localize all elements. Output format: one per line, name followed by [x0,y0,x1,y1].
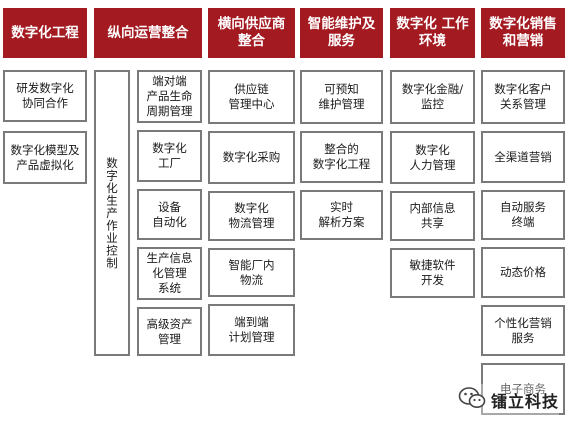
box-self-service: 自动服务 终端 [481,190,565,240]
box-info-sharing: 内部信息 共享 [390,191,475,241]
header-horizontal-supplier: 横向供应商 整合 [208,8,295,58]
header-digital-sales: 数字化销售 和营销 [481,8,565,58]
box-rd-collaboration: 研发数字化 协同合作 [3,70,87,122]
wechat-icon [458,386,486,414]
box-predictive-maintenance: 可预知 维护管理 [300,70,383,124]
box-omnichannel: 全渠道营销 [481,131,565,183]
header-digital-workplace: 数字化 工作环境 [390,8,475,58]
box-digital-factory: 数字化 工厂 [137,130,202,182]
box-digital-logistics: 数字化 物流管理 [208,191,295,241]
watermark: 镭立科技 [458,384,560,416]
box-agile-software: 敏捷软件 开发 [390,248,475,298]
box-digital-model: 数字化模型及 产品虚拟化 [3,131,87,184]
box-equipment-automation: 设备 自动化 [137,189,202,240]
watermark-text: 镭立科技 [491,392,560,411]
box-ecommerce-clip: 电子商务 [481,363,565,422]
header-vertical-operations: 纵向运营整合 [94,8,202,58]
header-smart-maintenance: 智能维护及 服务 [300,8,383,58]
box-digital-procurement: 数字化采购 [208,131,295,184]
box-personalized-marketing: 个性化营销 服务 [481,305,565,356]
box-mes: 生产信息 化管理 系统 [137,247,202,300]
box-realtime-analytics: 实时 解析方案 [300,190,383,240]
box-digital-hr: 数字化 人力管理 [390,131,475,184]
side-label-digital-production: 数字化生产作业控制 [94,70,130,356]
box-digital-crm: 数字化客户 关系管理 [481,70,565,124]
side-label-text: 数字化生产作业控制 [105,156,119,270]
box-integrated-engineering: 整合的 数字化工程 [300,131,383,183]
box-plm: 端对端 产品生命 周期管理 [137,70,202,123]
box-digital-finance: 数字化金融/ 监控 [390,70,475,124]
box-asset-management: 高级资产 管理 [137,307,202,356]
box-ecommerce: 电子商务 [481,363,565,415]
box-dynamic-pricing: 动态价格 [481,247,565,298]
box-intralogistics: 智能厂内 物流 [208,248,295,297]
header-digital-engineering: 数字化工程 [3,8,87,58]
box-supply-chain-center: 供应链 管理中心 [208,70,295,124]
box-e2e-planning: 端到端 计划管理 [208,304,295,356]
